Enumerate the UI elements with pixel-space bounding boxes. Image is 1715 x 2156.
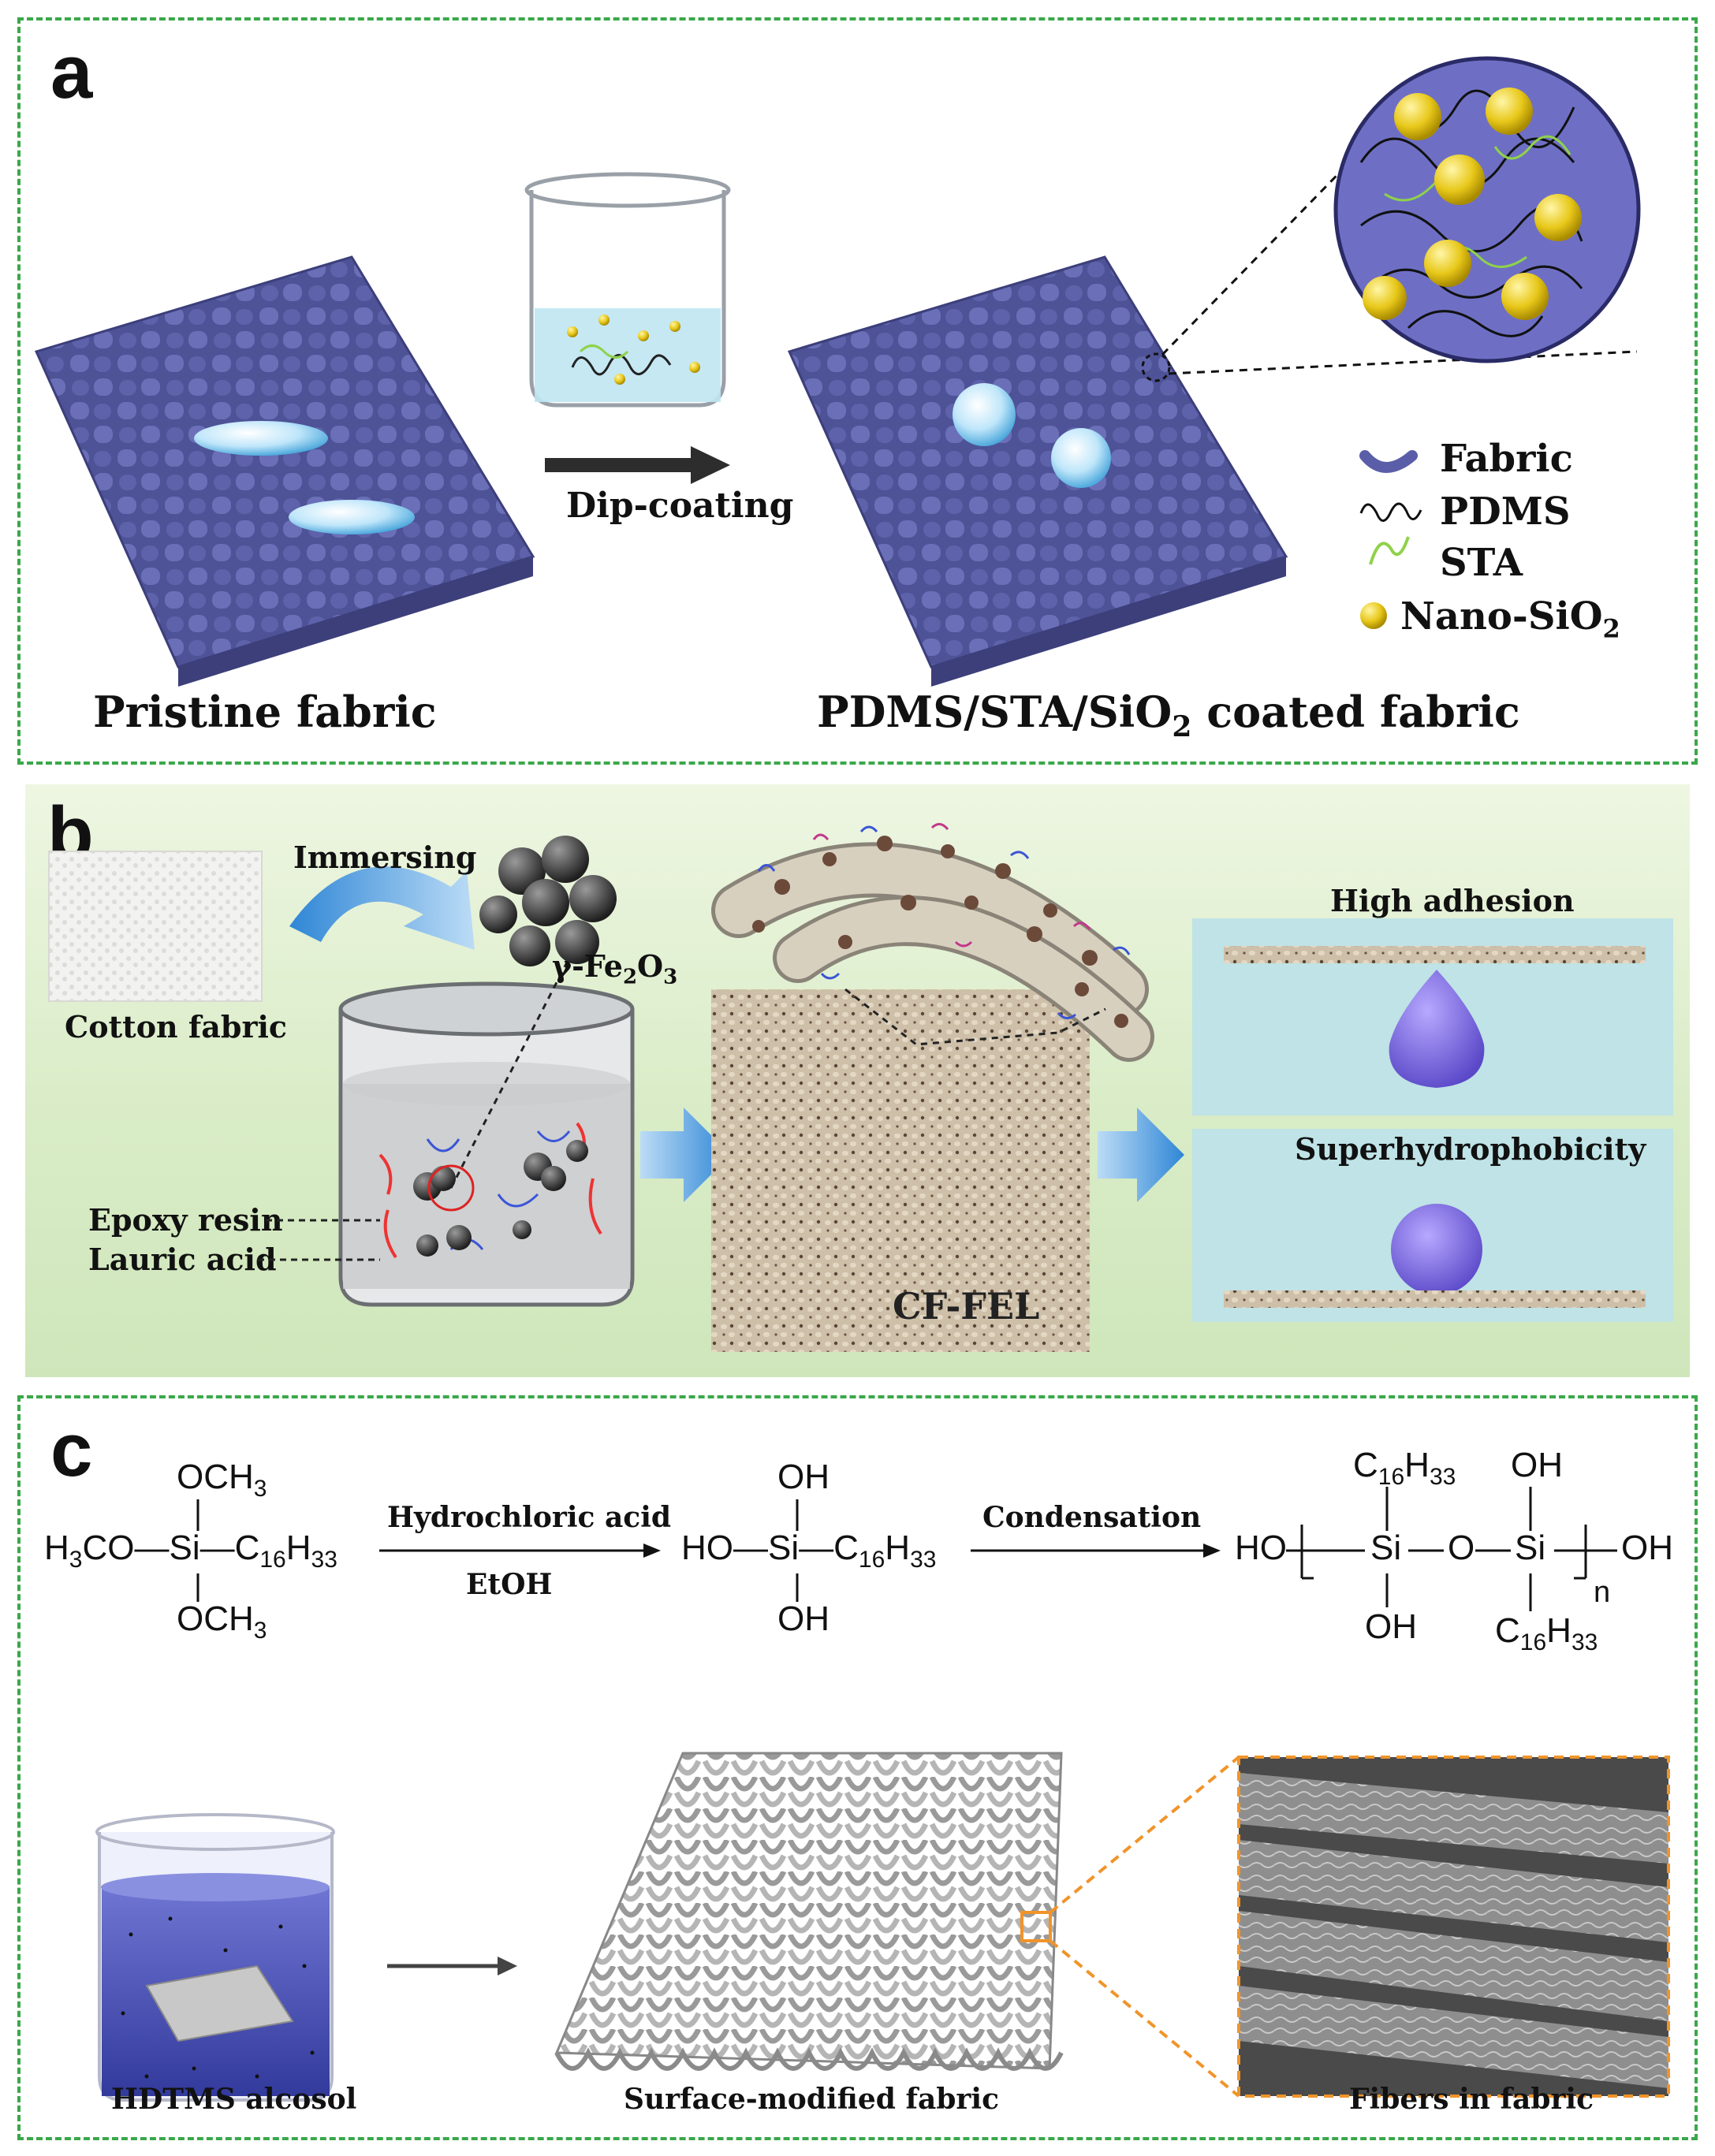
cf-fel-label: CF-FEL — [893, 1285, 1040, 1327]
product-oh-top: OH — [1511, 1446, 1563, 1484]
flat-droplet-2 — [289, 500, 415, 534]
zoom-circle — [1333, 56, 1641, 363]
reactant-main-chain: H3CO—Si—C16H33 — [44, 1529, 337, 1573]
product-c16-top: C16H33 — [1353, 1446, 1456, 1490]
panel-a-graphics — [34, 56, 1641, 687]
modified-fibers — [711, 823, 1154, 1062]
hdtms-caption: HDTMS alcosol — [111, 2083, 357, 2116]
lauric-acid-label: Lauric acid — [88, 1242, 277, 1277]
beaker-b-icon — [338, 957, 635, 1307]
sphere-droplet-2 — [1051, 428, 1111, 488]
panel-a-letter: a — [50, 30, 93, 114]
product-n: n — [1594, 1576, 1611, 1609]
dip-coating-label: Dip-coating — [566, 486, 794, 526]
process-arrow-1 — [640, 1108, 731, 1202]
hdtms-beaker-icon — [95, 1813, 335, 2102]
product-o: O — [1448, 1529, 1475, 1567]
epoxy-resin-label: Epoxy resin — [88, 1202, 283, 1238]
immersing-arrow — [289, 866, 475, 950]
panel-b: b — [25, 784, 1690, 1377]
product-right-oh: OH — [1621, 1529, 1673, 1567]
panel-c-graphics — [95, 1487, 1670, 2102]
panel-c-letter: c — [50, 1408, 93, 1492]
reactant-och3-bottom: OCH3 — [177, 1599, 267, 1644]
fe2o3-cluster — [479, 836, 617, 966]
immersing-label: Immersing — [293, 840, 477, 875]
pristine-fabric — [34, 255, 535, 687]
panel-b-graphics — [48, 823, 1673, 1352]
cf-fel-fabric — [711, 989, 1090, 1352]
coated-fabric-caption: PDMS/STA/SiO2 coated fabric — [817, 687, 1520, 743]
product-si2: Si — [1515, 1529, 1546, 1567]
coated-fabric — [787, 255, 1288, 687]
dip-coating-arrow — [545, 446, 730, 484]
sta-legend-icon — [1369, 536, 1410, 565]
fibers-caption: Fibers in fabric — [1349, 2083, 1594, 2116]
superhydrophobic-droplet — [1391, 1204, 1482, 1295]
high-adhesion-label: High adhesion — [1330, 883, 1575, 918]
process-arrow-2 — [1098, 1108, 1184, 1202]
pristine-fabric-caption: Pristine fabric — [93, 687, 437, 737]
adhesion-droplet — [1389, 970, 1485, 1088]
product-oh-bottom: OH — [1365, 1607, 1417, 1646]
fe2o3-label: γ-Fe2O3 — [552, 948, 678, 989]
panel-a: a — [17, 17, 1698, 765]
panel-b-leaders — [258, 1219, 380, 1261]
step1-solvent-label: EtOH — [466, 1568, 553, 1601]
fibers-zoom-image — [1237, 1756, 1670, 2098]
legend-sta-label: STA — [1440, 541, 1523, 585]
pdms-legend-icon — [1359, 502, 1422, 522]
legend-pdms-label: PDMS — [1440, 490, 1571, 534]
reactant-och3-top: OCH3 — [177, 1458, 267, 1502]
sphere-droplet-1 — [953, 383, 1016, 446]
flat-droplet-1 — [194, 421, 328, 456]
intermediate-oh-bottom: OH — [777, 1599, 830, 1638]
superhydrophobicity-label: Superhydrophobicity — [1295, 1131, 1646, 1167]
surface-modified-fabric — [554, 1752, 1064, 2071]
beaker-icon — [524, 172, 731, 408]
product-si1: Si — [1370, 1529, 1402, 1567]
product-c16-bottom: C16H33 — [1495, 1611, 1598, 1655]
product-left-oh: HO — [1235, 1529, 1287, 1567]
step1-reagent-label: Hydrochloric acid — [387, 1501, 672, 1534]
fabric-legend-icon — [1359, 450, 1418, 473]
cotton-fabric-swatch — [48, 851, 263, 1002]
nano-sio2-legend-icon — [1360, 602, 1387, 629]
panel-c: c OCH3 H3CO—Si—C16H33 OCH3 Hydrochloric … — [17, 1395, 1698, 2140]
legend-nano-sio2-label: Nano-SiO2 — [1400, 594, 1620, 644]
surface-modified-caption: Surface-modified fabric — [624, 2083, 999, 2116]
step2-label: Condensation — [982, 1501, 1202, 1534]
intermediate-oh-top: OH — [777, 1458, 830, 1496]
intermediate-main-chain: HO—Si—C16H33 — [681, 1529, 937, 1573]
legend-fabric-label: Fabric — [1440, 437, 1573, 481]
cotton-fabric-label: Cotton fabric — [65, 1009, 288, 1044]
